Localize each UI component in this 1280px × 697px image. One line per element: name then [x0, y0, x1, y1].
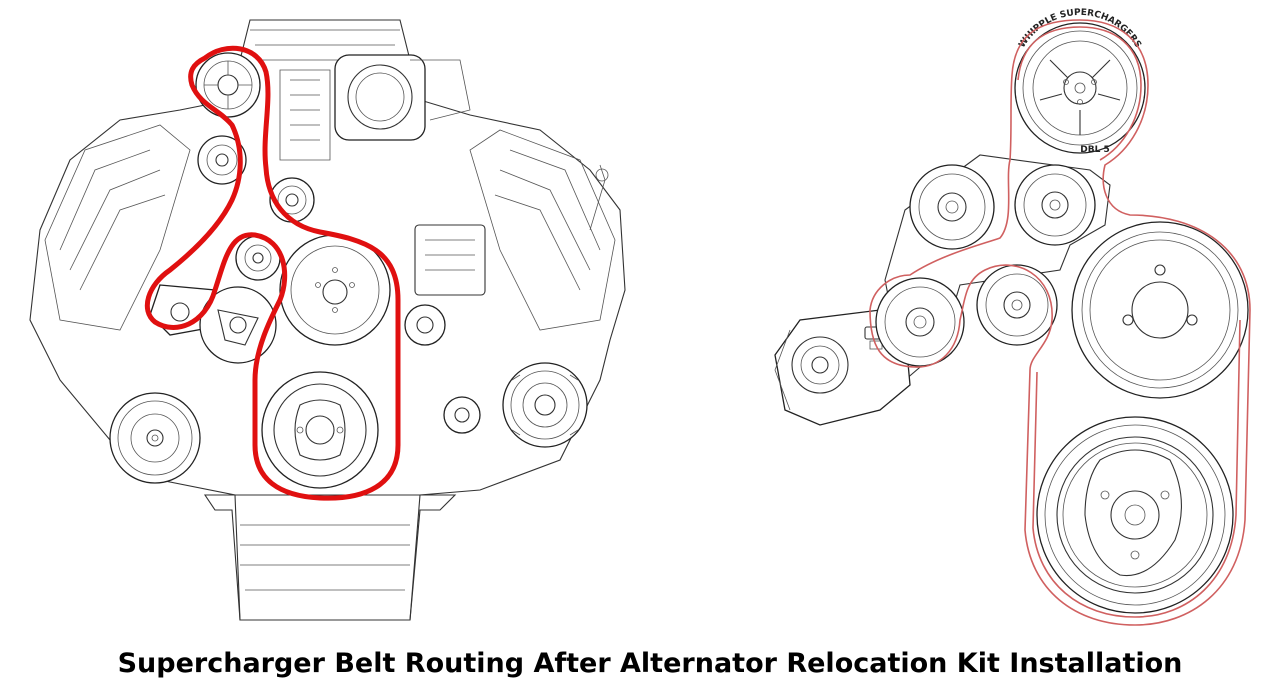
pulley-size-text: DBL 5: [1080, 145, 1109, 155]
engine-front-view: [29, 19, 626, 621]
supercharger-belt-front: [144, 45, 401, 501]
diagram-caption: Supercharger Belt Routing After Alternat…: [117, 648, 1183, 679]
idler-upper: [197, 135, 247, 185]
throttle-body: [334, 54, 426, 141]
water-pump-pulley: [1071, 221, 1249, 399]
tensioner-assembly: [774, 309, 911, 426]
idler-right-mid: [404, 304, 446, 346]
supercharger-belt-detail: [869, 19, 1251, 626]
coil-pack: [414, 224, 486, 296]
idler-middle: [976, 264, 1058, 346]
water-pump: [199, 286, 277, 364]
ac-compressor: [109, 392, 201, 484]
tensioner-pulley: [875, 277, 965, 367]
idler-upper-right: [1014, 164, 1096, 246]
idler-upper-left: [909, 164, 995, 250]
crank-damper-front: [261, 371, 379, 489]
right-cylinder-head: [469, 129, 616, 331]
belt-routing-diagram: WHIPPLE SUPERCHARGERS DBL 5: [29, 8, 1251, 626]
belt-layout-detail: WHIPPLE SUPERCHARGERS DBL 5: [774, 8, 1251, 626]
supercharger-pulley-front: [195, 52, 261, 118]
alternator: [502, 362, 588, 448]
left-cylinder-head: [44, 124, 191, 331]
crank-damper: [1036, 416, 1234, 614]
idler-right-lower: [443, 396, 481, 434]
oil-pan: [203, 494, 457, 621]
